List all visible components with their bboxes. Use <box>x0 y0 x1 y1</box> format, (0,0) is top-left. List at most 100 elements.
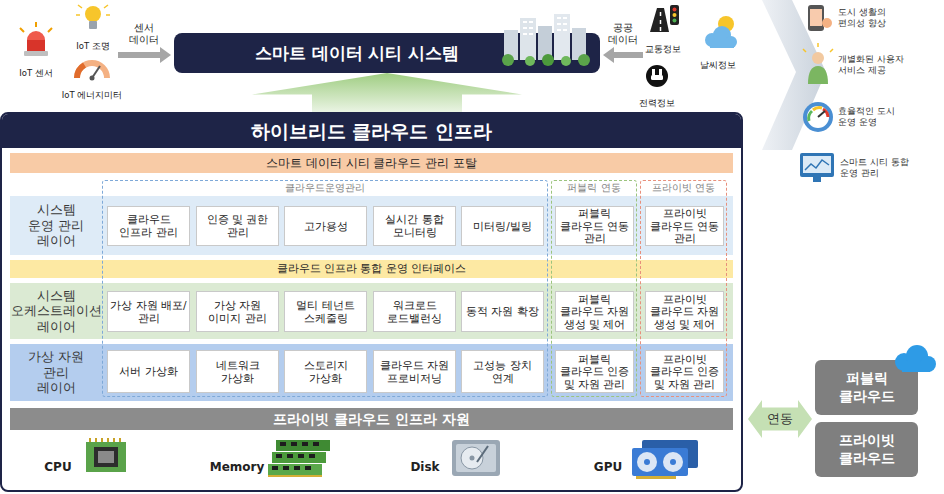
disk-icon <box>456 444 496 472</box>
data-source-label: 교통정보 <box>638 37 688 56</box>
cloud-box: 프라이빗 클라우드 <box>815 422 918 477</box>
system-title: 스마트 데이터 시티 시스템 <box>214 43 500 63</box>
benefit-label: 효율적인 도시 운영 운영 <box>838 106 910 129</box>
iot-energy-meter-icon <box>77 65 85 78</box>
personalized-service-icon <box>803 43 833 52</box>
function-label: 동적 자원 확장 <box>464 305 541 318</box>
function-label: 프라이빗 클라우드 인증 및 자원 관리 <box>648 353 721 391</box>
data-source-label: 날씨정보 <box>693 53 743 72</box>
city-buildings <box>502 54 514 66</box>
device-label: IoT 에너지미터 <box>62 90 123 100</box>
function-label: 고성능 장치 연계 <box>464 359 541 384</box>
resource-label: Memory <box>206 456 268 475</box>
weather-icon <box>710 40 734 48</box>
group-frame: 클라우드운영관리클라우드 인프라 관리인증 및 권한 관리고가용성실시간 통합 … <box>102 180 548 397</box>
flow-label: 센서 데이터 <box>126 22 162 47</box>
function-label: 가상 자원 배포/관리 <box>110 299 187 324</box>
function-label: 미터링/빌링 <box>464 220 541 233</box>
iot-light-icon <box>85 6 101 22</box>
public-cloud-icon <box>895 345 936 372</box>
traffic-icon <box>650 8 669 32</box>
function-label: 멀티 테넌트 스케줄링 <box>287 299 364 324</box>
double-arrow-shape <box>748 400 812 438</box>
group-heading: 프라이빗 연동 <box>641 182 726 194</box>
disk-icon <box>452 440 500 476</box>
disk-icon <box>477 446 488 462</box>
benefit-label: 개별화된 사용자 서비스 제공 <box>838 54 922 77</box>
cpu-icon <box>86 442 126 472</box>
section-heading: 하이브리드 클라우드 인프라 <box>2 114 741 148</box>
efficiency-gauge-icon <box>803 102 833 132</box>
convenience-icon <box>808 5 832 31</box>
iot-sensor-icon <box>20 22 52 56</box>
traffic-icon <box>650 5 679 32</box>
benefit-label: 효율적인 도시 운영 운영 <box>838 106 910 128</box>
convenience-icon <box>808 5 824 31</box>
layer-title: 시스템 운영 관리 레이어 <box>25 202 87 249</box>
function-label: 인증 및 권한 관리 <box>199 213 276 238</box>
iot-light-icon <box>76 5 110 29</box>
function-box: 클라우드 인프라 관리 <box>107 206 190 246</box>
function-box: 프라이빗 클라우드 연동 관리 <box>645 206 724 246</box>
flow-label: 공공 데이터 <box>605 22 641 46</box>
link-label: 연동 <box>748 411 812 427</box>
function-label: 클라우드 자원 프로비저닝 <box>376 359 453 384</box>
gpu-icon <box>663 452 683 472</box>
traffic-icon <box>673 19 677 23</box>
resource-label: Disk <box>403 456 447 475</box>
gpu-icon <box>632 448 688 476</box>
sensor-data-arrow <box>118 47 171 63</box>
convenience-icon <box>822 18 832 28</box>
public-data-arrow <box>603 47 643 63</box>
group-frame: 퍼블릭 연동퍼블릭 클라우드 연동 관리퍼블릭 클라우드 자원 생성 및 제어퍼… <box>551 180 637 397</box>
function-label: 가상 자원 이미지 관리 <box>199 299 276 324</box>
gpu-icon <box>644 459 650 465</box>
function-box: 네트워크 가상화 <box>196 350 279 393</box>
bar-box: 프라이빗 클라우드 인프라 자원 <box>10 408 733 430</box>
function-label: 퍼블릭 클라우드 인증 및 자원 관리 <box>558 353 631 391</box>
iot-light-icon <box>89 21 97 29</box>
function-label: 실시간 통합 모니터링 <box>376 213 453 238</box>
bar-label: 클라우드 인프라 통합 운영 인터페이스 <box>16 262 727 275</box>
function-label: 서버 가상화 <box>110 365 187 378</box>
integrated-management-icon <box>813 177 821 182</box>
device-label: IoT 조명 <box>76 41 110 51</box>
function-box: 퍼블릭 클라우드 연동 관리 <box>555 206 634 246</box>
function-box: 퍼블릭 클라우드 인증 및 자원 관리 <box>555 350 634 393</box>
resource-label: Memory <box>210 460 265 474</box>
function-box: 클라우드 자원 프로비저닝 <box>373 350 456 393</box>
device-label: IoT 조명 <box>65 34 121 53</box>
resource-label: Disk <box>410 460 439 474</box>
bar-label: 프라이빗 클라우드 인프라 자원 <box>16 411 727 428</box>
system-box: 스마트 데이터 시티 시스템 <box>174 33 600 73</box>
personalized-service-icon <box>812 52 824 64</box>
city-buildings <box>520 18 536 60</box>
traffic-icon <box>673 13 677 17</box>
disk-icon <box>470 456 475 461</box>
function-box: 프라이빗 클라우드 인증 및 자원 관리 <box>645 350 724 393</box>
data-source-label: 교통정보 <box>645 44 681 54</box>
function-label: 워크로드 로드밸런싱 <box>376 299 453 324</box>
flow-label: 공공 데이터 <box>605 22 641 47</box>
iot-sensor-icon <box>27 40 45 52</box>
layer-title: 가상 자원 관리 레이어 <box>25 349 87 396</box>
flow-arrow <box>252 73 522 112</box>
iot-energy-meter-icon <box>90 76 95 81</box>
resource-label: GPU <box>586 456 630 475</box>
cloud-label: 프라이빗 클라우드 <box>833 432 900 467</box>
iot-sensor-icon <box>24 51 48 56</box>
function-box: 퍼블릭 클라우드 자원 생성 및 제어 <box>555 291 634 332</box>
cpu-icon <box>98 451 114 463</box>
group-heading: 클라우드운영관리 <box>103 182 547 194</box>
public-cloud-icon <box>902 362 930 372</box>
function-box: 동적 자원 확장 <box>461 291 544 332</box>
efficiency-gauge-icon <box>809 111 812 121</box>
gpu-icon <box>637 452 657 472</box>
gpu-icon <box>670 459 676 465</box>
memory-icon <box>272 444 319 468</box>
function-box: 가상 자원 배포/관리 <box>107 291 190 332</box>
efficiency-gauge-icon <box>813 108 822 110</box>
gpu-icon <box>632 440 698 479</box>
efficiency-gauge-icon <box>818 111 825 117</box>
